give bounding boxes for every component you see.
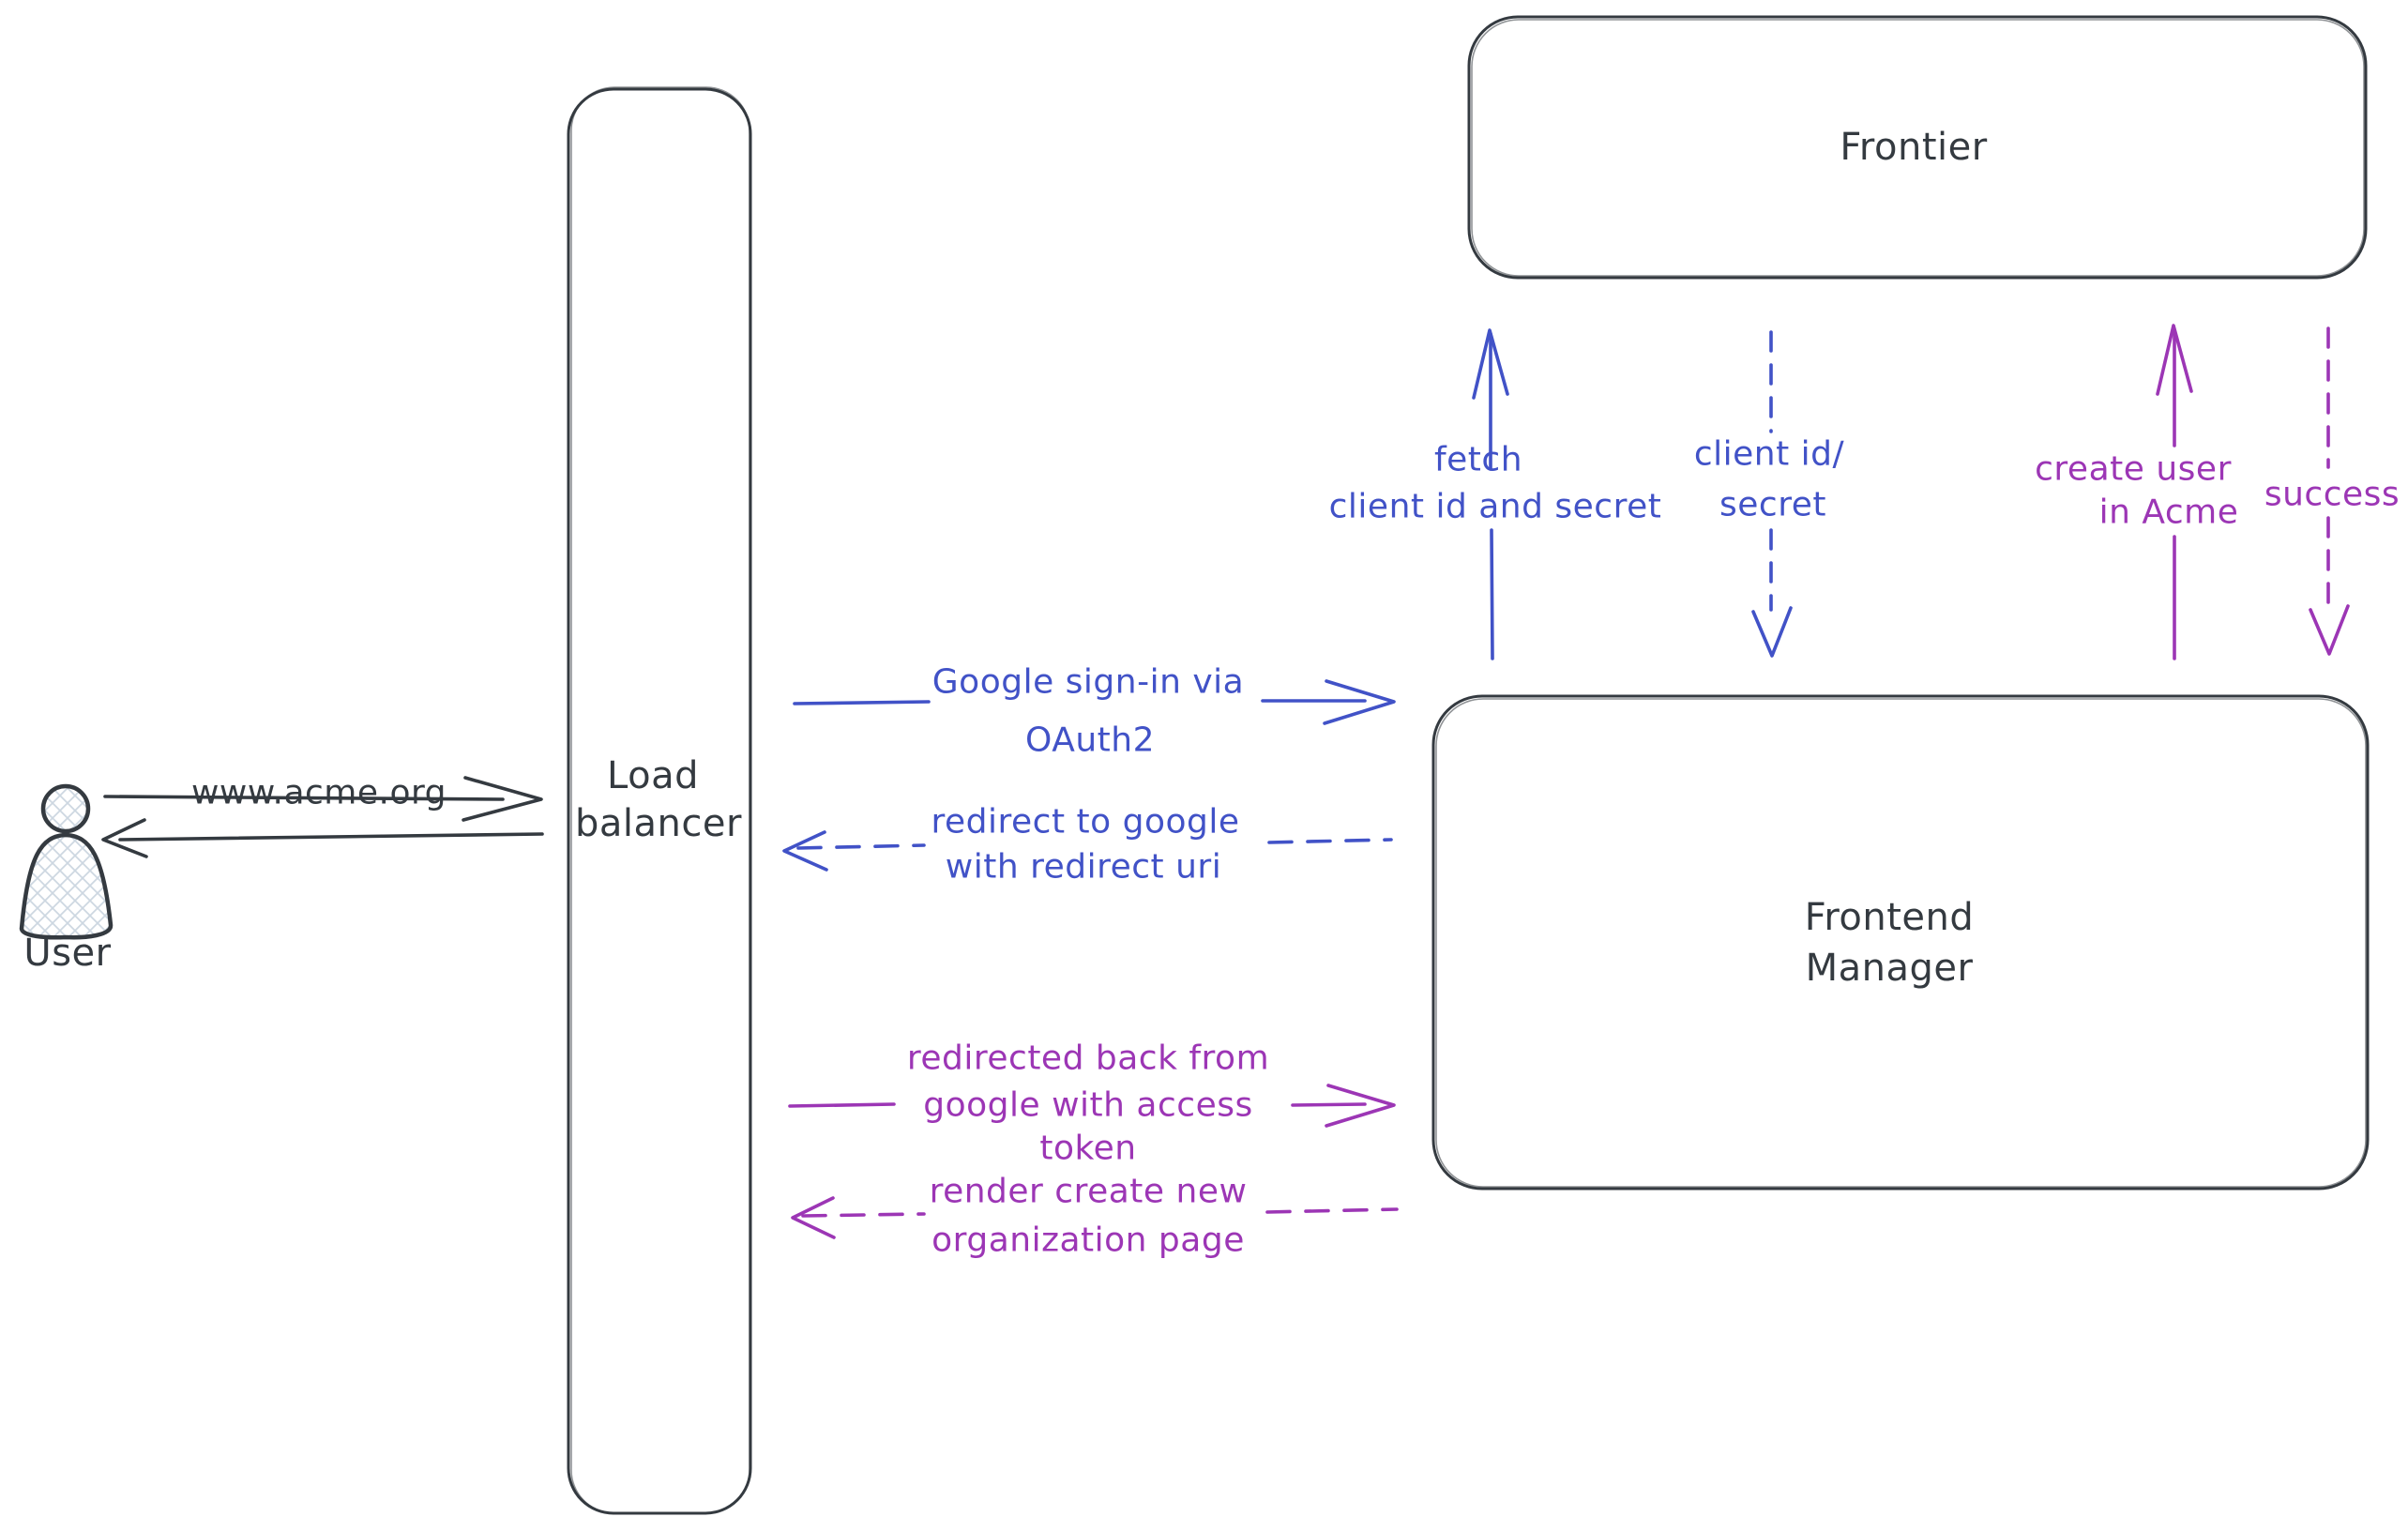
arrow-return-to-user (101, 818, 544, 858)
www-acme-label: www.acme.org (190, 773, 447, 812)
fetch-client-label-line1: fetch (1433, 440, 1523, 479)
arrow-redirected-back (788, 1084, 1396, 1128)
frontier-box (1467, 15, 2368, 280)
arrow-success (2309, 326, 2350, 656)
load-balancer-label-line1: Load (607, 754, 699, 797)
redirect-to-google-label-line2: with redirect uri (945, 847, 1222, 887)
arrow-client-id-secret (1751, 330, 1793, 658)
client-id-secret-label-line1: client id/ (1693, 434, 1845, 474)
fetch-client-label-line2: client id and secret (1328, 487, 1662, 526)
frontend-manager-label-line1: Frontend (1804, 896, 1975, 939)
arrow-redirect-to-google (782, 830, 1393, 872)
arrow-fetch-client (1472, 328, 1509, 660)
arrow-www-acme (103, 776, 543, 822)
arrow-render-create (791, 1196, 1399, 1239)
load-balancer-label-line2: balancer (575, 802, 742, 845)
render-create-label-line2: organization page (931, 1221, 1245, 1260)
redirect-to-google-label-line1: redirect to google (931, 802, 1240, 842)
google-signin-label-line2: OAuth2 (1025, 720, 1155, 760)
user-label: User (23, 932, 112, 975)
frontend-manager-box (1431, 694, 2370, 1191)
frontend-manager-label-line2: Manager (1805, 947, 1974, 990)
create-user-label-line1: create user (2035, 449, 2232, 489)
redirected-back-label-line3: token (1039, 1129, 1137, 1168)
redirected-back-label-line2: google with access (923, 1085, 1253, 1125)
render-create-label-line1: render create new (929, 1172, 1248, 1211)
arrow-google-signin (793, 679, 1396, 725)
client-id-secret-label-line2: secret (1719, 485, 1826, 524)
google-signin-label-line1: Google sign-in via (931, 662, 1245, 702)
success-label: success (2264, 475, 2400, 514)
arrow-create-user (2156, 324, 2193, 660)
redirected-back-label-line1: redirected back from (906, 1039, 1270, 1078)
load-balancer-box (567, 86, 752, 1515)
create-user-label-line2: in Acme (2098, 493, 2239, 532)
user-icon (19, 783, 114, 940)
frontier-label: Frontier (1840, 126, 1988, 169)
